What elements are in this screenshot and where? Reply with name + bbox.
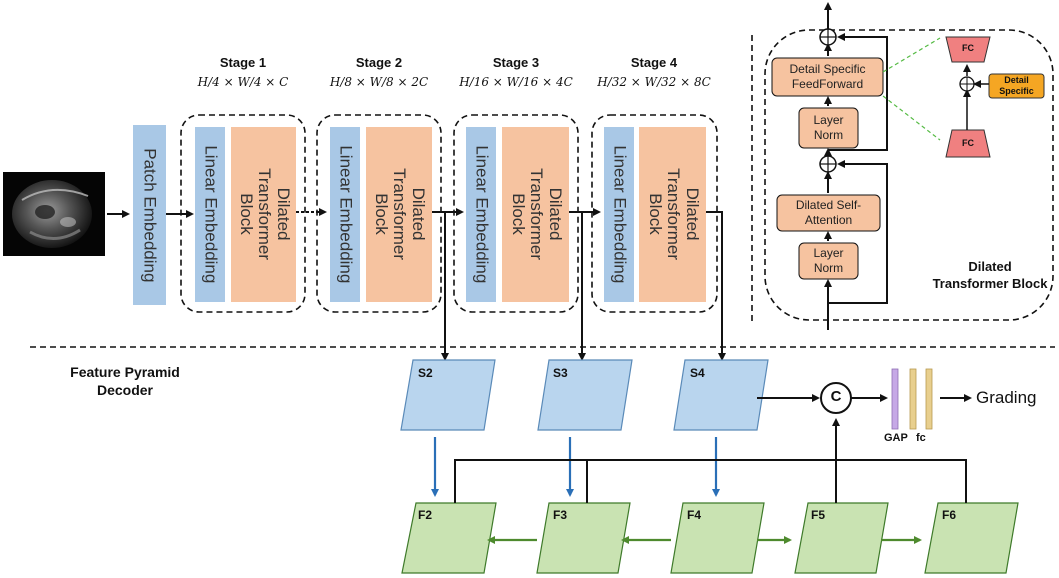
dtb-detail-frame	[764, 29, 1054, 321]
stage4-block-box	[639, 127, 706, 302]
f6-feature-map	[924, 502, 1019, 574]
grading-label: Grading	[976, 388, 1037, 407]
stage4-title: Stage 4	[630, 55, 678, 70]
f4-feature-map	[670, 502, 765, 574]
stage2-frame	[316, 114, 442, 313]
stage1-block-box	[231, 127, 296, 302]
f4-label: F4	[687, 508, 702, 522]
fc-bottom-box	[945, 129, 991, 158]
s4-feature-map	[673, 359, 769, 431]
patch-embedding-box	[133, 125, 166, 305]
dtb-attention-label: Dilated Self-Attention	[795, 198, 862, 227]
fc-bottom-label: FC	[962, 138, 974, 148]
dtb-feedforward-label: Detail Specific FeedForward	[789, 62, 866, 91]
f2-feature-map	[401, 502, 497, 574]
dtb-add-node-bottom	[819, 155, 837, 173]
s4-label: S4	[690, 366, 705, 380]
stage4-linear-box	[604, 127, 634, 302]
f3-label: F3	[553, 508, 568, 522]
mini-add-node	[959, 76, 975, 92]
stage4-block-label: Dilated Transformer Block	[645, 168, 702, 261]
f6-label: F6	[942, 508, 957, 522]
s2-feature-map	[400, 359, 496, 431]
stage1-linear-box	[195, 127, 225, 302]
f5-feature-map	[794, 502, 889, 574]
dtb-layernorm-2-label: Layer Norm	[813, 246, 844, 275]
gap-bar	[891, 368, 899, 430]
stage1-block-label: Dilated Transformer Block	[236, 168, 293, 261]
dtb-residual-1	[828, 160, 888, 304]
gap-label: GAP	[884, 432, 908, 444]
patch-embedding-label: Patch Embedding	[140, 147, 160, 283]
s3-feature-map	[537, 359, 633, 431]
stage2-title: Stage 2	[355, 55, 403, 70]
dtb-add-node-top	[819, 28, 837, 46]
stage2-linear-box	[330, 127, 360, 302]
zoom-line-bottom	[882, 95, 941, 141]
dtb-layernorm-1-box	[798, 107, 859, 149]
fc-label: fc	[916, 432, 926, 444]
s2-label: S2	[418, 366, 433, 380]
decoder-title: Feature Pyramid Decoder	[70, 364, 180, 398]
detail-specific-box	[988, 73, 1045, 99]
dtb-residual-2	[828, 33, 888, 151]
stage2-linear-label: Linear Embedding	[336, 145, 356, 284]
s3-label: S3	[553, 366, 568, 380]
stage1-linear-label: Linear Embedding	[201, 145, 221, 284]
stage3-dimensions: H/16 × W/16 × 4C	[459, 75, 573, 89]
stage3-linear-label: Linear Embedding	[472, 145, 492, 284]
arrow-stage4-to-s4	[706, 211, 726, 361]
dtb-attention-box	[776, 194, 881, 232]
fc-top-box	[945, 36, 991, 63]
detail-specific-label: Detail Specific	[999, 75, 1034, 96]
stage4-linear-label: Linear Embedding	[610, 145, 630, 284]
dtb-feedforward-box	[771, 57, 884, 97]
stage3-block-label: Dilated Transformer Block	[508, 168, 565, 261]
dtb-layernorm-1-label: Layer Norm	[813, 113, 844, 142]
stage1-frame	[180, 114, 306, 313]
pyramid-collect-line	[454, 459, 967, 503]
zoom-line-top	[882, 37, 941, 73]
dtb-layernorm-2-box	[798, 242, 859, 280]
stage2-dimensions: H/8 × W/8 × 2C	[329, 75, 429, 89]
stage3-linear-box	[466, 127, 496, 302]
f5-label: F5	[811, 508, 826, 522]
stage1-title: Stage 1	[219, 55, 267, 70]
stage3-block-box	[502, 127, 569, 302]
stage2-block-box	[366, 127, 432, 302]
fc-top-label: FC	[962, 43, 974, 53]
f2-label: F2	[418, 508, 433, 522]
ultrasound-input-image	[3, 172, 105, 256]
stage3-frame	[453, 114, 579, 313]
stage4-dimensions: H/32 × W/32 × 8C	[597, 75, 711, 89]
stage1-dimensions: H/4 × W/4 × C	[197, 75, 289, 89]
dtb-title: Dilated Transformer Block	[932, 259, 1048, 291]
concat-label: C	[830, 388, 842, 405]
fc-bar-1	[909, 368, 917, 430]
stage4-frame	[591, 114, 718, 313]
stage3-title: Stage 3	[492, 55, 540, 70]
fc-bar-2	[925, 368, 933, 430]
f3-feature-map	[536, 502, 631, 574]
stage2-block-label: Dilated Transformer Block	[371, 168, 429, 261]
